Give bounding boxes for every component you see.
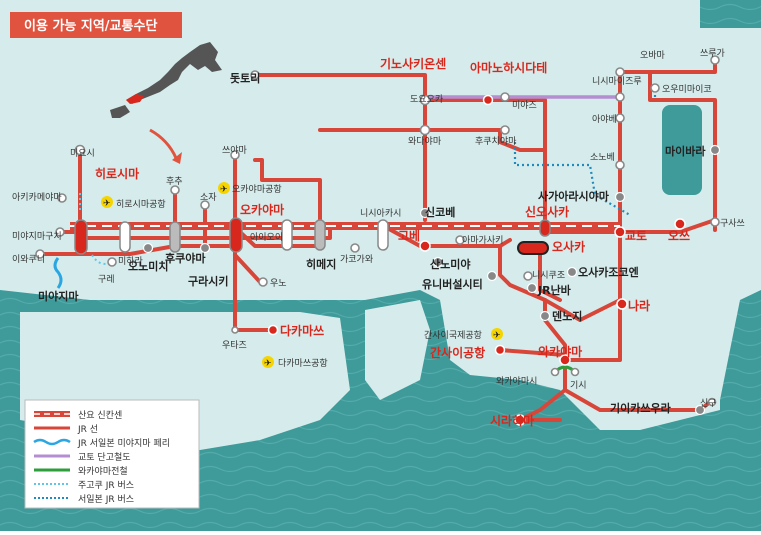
label-tsuruga: 쓰루가	[700, 48, 725, 59]
label-shinosaka: 신오사카	[525, 204, 569, 219]
label-uno: 우노	[270, 278, 287, 289]
label-tsuyama: 쓰야마	[222, 145, 248, 156]
legend-ferry: JR 서일본 미야지마 페리	[33, 438, 170, 449]
west-bus-route	[513, 142, 631, 216]
label-wakayamashi: 와카야마시	[496, 375, 537, 387]
label-takamatsu-airport: 다카마쓰공항	[278, 358, 328, 369]
svg-text:서일본 JR 버스: 서일본 JR 버스	[78, 494, 134, 505]
japan-minimap	[110, 42, 222, 164]
label-shingu: 신구	[700, 398, 717, 409]
label-miyajimaguchi: 미야지마구치	[12, 230, 62, 242]
label-sonobe: 소노베	[590, 152, 615, 163]
svg-text:✈: ✈	[264, 359, 272, 369]
label-iwakuni: 이와쿠니	[12, 253, 45, 265]
label-onomichi: 오노미치	[128, 259, 168, 273]
label-amagasaki: 아마가사키	[462, 235, 503, 246]
label-kinosakionsen: 기노사키온센	[380, 56, 446, 71]
legend-shikoku-bus: 주고쿠 JR 버스	[34, 480, 134, 491]
label-sakagaka: 사가아라시야마	[538, 189, 610, 203]
label-kiikatsuura: 기이카쓰우라	[610, 401, 672, 415]
label-jrnamba: JR난바	[537, 283, 572, 297]
legend: 산요 신칸센 JR 선 JR 서일본 미야지마 페리 교토 단고철도 와카야마전…	[24, 399, 200, 509]
label-universal: 유니버설시티	[422, 277, 483, 291]
miyajima-ferry	[53, 257, 63, 289]
label-omimaiko: 오우미마이코	[662, 84, 712, 95]
label-kure: 구레	[98, 274, 115, 285]
label-kakogawa: 가코가와	[340, 253, 373, 265]
legend-west-bus: 서일본 JR 버스	[34, 494, 134, 505]
label-sannomiya: 산노미야	[430, 257, 470, 271]
label-kyoto: 교토	[625, 229, 647, 243]
awaji-land	[365, 300, 430, 400]
label-fukuyama: 후쿠야마	[165, 251, 206, 265]
legend-jr: JR 선	[34, 424, 98, 435]
station-pills	[74, 217, 551, 255]
label-soja: 소자	[200, 192, 217, 203]
label-utazu: 우타즈	[222, 340, 247, 351]
label-wakayama: 와카야마	[538, 344, 582, 359]
label-toyooka: 도요오카	[410, 94, 443, 105]
honshu-land	[0, 0, 761, 430]
label-fuchu: 후추	[166, 176, 183, 187]
label-himeji: 히메지	[306, 257, 336, 271]
label-kusatsu: 구사쓰	[720, 218, 745, 229]
lake-biwa	[662, 105, 702, 195]
label-miyajima: 미야지마	[38, 289, 79, 303]
station-labels: 미요시 아키카메야마 미야지마구치 이와쿠니 미야지마 히로시마 히로시마공항 …	[12, 48, 745, 428]
legend-kyoto-tango: 교토 단고철도	[34, 452, 131, 463]
label-hiroshima: 히로시마	[95, 166, 139, 181]
label-okayama-airport: 오카야마공항	[232, 184, 282, 195]
label-tennoji: 덴노지	[552, 309, 582, 323]
label-takamatsu: 다카마쓰	[280, 323, 324, 338]
label-kishi: 기시	[570, 380, 587, 391]
airport-icon: ✈ ✈ ✈ ✈	[101, 182, 503, 369]
label-obama: 오바마	[640, 50, 666, 61]
svg-text:✈: ✈	[103, 199, 111, 209]
label-shirahama: 시라하마	[490, 413, 534, 428]
svg-text:교토 단고철도: 교토 단고철도	[78, 452, 131, 463]
title-banner: 이용 가능 지역/교통수단	[10, 12, 182, 38]
label-wadayama: 와다야마	[408, 135, 442, 147]
label-tottori: 돗토리	[230, 71, 260, 85]
svg-text:JR 선: JR 선	[77, 424, 98, 435]
stations	[35, 55, 721, 426]
page-title: 이용 가능 지역/교통수단	[24, 18, 157, 34]
label-osakajoko: 오사카조코엔	[578, 265, 639, 279]
label-nishikujo: 니시쿠조	[532, 270, 565, 281]
svg-text:주고쿠 JR 버스: 주고쿠 JR 버스	[78, 480, 134, 491]
svg-text:✈: ✈	[220, 185, 228, 195]
label-kurashiki: 구라시키	[188, 274, 228, 288]
label-otsu: 오쓰	[668, 229, 690, 243]
label-maibara: 마이바라	[665, 144, 706, 158]
legend-shinkansen: 산요 신칸센	[34, 410, 122, 421]
label-fukuchiyama: 후쿠치야마	[475, 135, 517, 147]
label-kansai-intl-airport: 간사이국제공항	[424, 330, 482, 341]
label-osaka: 오사카	[552, 239, 585, 254]
legend-wakayama: 와카야마전철	[34, 465, 128, 477]
label-shinkobe: 신코베	[425, 205, 455, 219]
label-hiroshima-airport: 히로시마공항	[116, 199, 166, 210]
label-nara: 나라	[628, 298, 650, 313]
label-amanohashidate: 아마노하시다테	[470, 60, 547, 75]
label-kansai-airport: 간사이공항	[430, 345, 485, 360]
svg-text:와카야마전철: 와카야마전철	[78, 465, 128, 477]
label-mihara: 미하라	[118, 256, 144, 267]
label-akikamekame: 아키카메야마	[12, 192, 62, 203]
label-ayabe: 아야베	[592, 114, 617, 125]
label-miyazu: 미야즈	[512, 100, 537, 111]
svg-text:✈: ✈	[493, 331, 501, 341]
svg-text:JR 서일본 미야지마 페리: JR 서일본 미야지마 페리	[77, 438, 170, 449]
label-okayama: 오카야마	[240, 202, 284, 217]
label-miyoshi: 미요시	[70, 148, 95, 159]
label-nishimaizuru: 니시마이즈루	[592, 76, 642, 87]
svg-text:산요 신칸센: 산요 신칸센	[78, 410, 122, 421]
label-aioi: 아이오이	[250, 232, 283, 243]
label-nishiakashi: 니시아카시	[360, 208, 401, 219]
label-kobe: 고베	[398, 228, 420, 243]
